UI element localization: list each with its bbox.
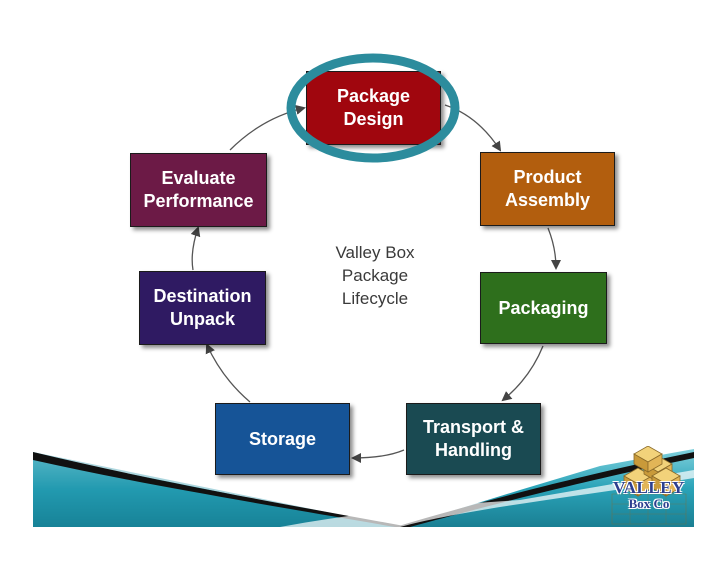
cube-stack-icon — [611, 446, 687, 525]
step-storage: Storage — [215, 403, 350, 475]
arrow-unpack-to-evaluate — [190, 226, 201, 271]
step-evaluate-performance: Evaluate Performance — [130, 153, 267, 227]
step-transport-handling: Transport & Handling — [406, 403, 541, 475]
logo-line-1: VALLEY — [613, 478, 685, 497]
arrow-assembly-to-packaging — [547, 227, 561, 270]
footer-banner — [33, 449, 694, 527]
logo-wordmark: VALLEY Box Co — [604, 478, 694, 512]
step-product-assembly: Product Assembly — [480, 152, 615, 226]
arrow-evaluate-to-design — [229, 104, 306, 151]
arrow-storage-to-unpack — [205, 343, 251, 403]
arrow-design-to-assembly — [444, 104, 502, 152]
logo-line-2: Box Co — [628, 496, 670, 511]
company-logo: VALLEY Box Co — [604, 446, 694, 526]
arrow-transport-to-storage — [351, 449, 405, 463]
step-packaging: Packaging — [480, 272, 607, 344]
arrow-packaging-to-transport — [501, 345, 544, 402]
step-package-design: Package Design — [306, 71, 441, 145]
diagram-title: Valley Box Package Lifecycle — [335, 243, 415, 308]
step-destination-unpack: Destination Unpack — [139, 271, 266, 345]
